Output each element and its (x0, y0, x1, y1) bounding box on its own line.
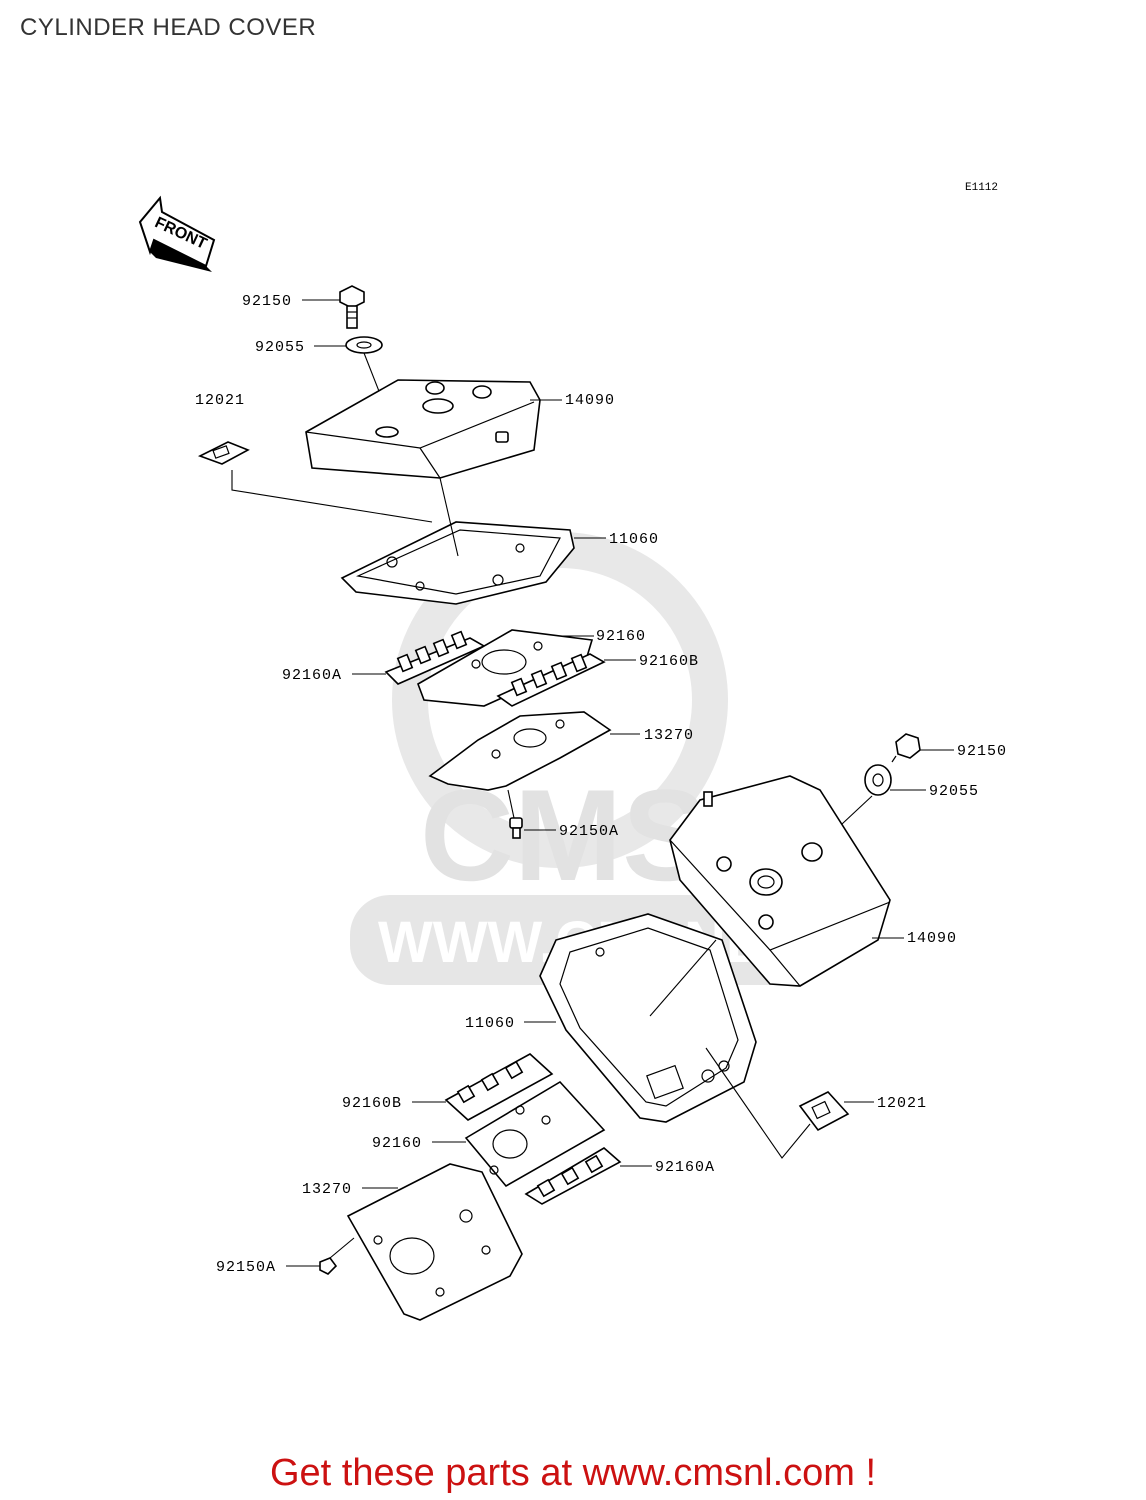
callout-11060: 11060 (465, 1015, 515, 1032)
cover-14090-top (305, 379, 541, 479)
grommet-12021-top (197, 441, 250, 465)
gasket-11060-bottom (539, 913, 757, 1123)
cover-14090-right (669, 775, 891, 987)
callout-92160: 92160 (596, 628, 646, 645)
callout-92160B: 92160B (639, 653, 699, 670)
plate-92160B-top (496, 653, 606, 707)
front-arrow-icon: FRONT (138, 195, 216, 272)
callout-13270: 13270 (644, 727, 694, 744)
callout-92150A: 92150A (216, 1259, 276, 1276)
bracket-13270-bottom (346, 1163, 523, 1321)
plate-92160-bottom (464, 1080, 606, 1188)
washer-92055-top (345, 336, 383, 354)
callout-13270: 13270 (302, 1181, 352, 1198)
page-title: CYLINDER HEAD COVER (20, 14, 317, 41)
callout-92055: 92055 (255, 339, 305, 356)
washer-92055-right (864, 764, 892, 796)
callout-12021: 12021 (877, 1095, 927, 1112)
bolt-92150-right (891, 733, 921, 763)
plate-92160A-bottom (524, 1147, 622, 1205)
screw-92150A-bottom (319, 1257, 338, 1275)
callout-11060: 11060 (609, 531, 659, 548)
bracket-13270-top (428, 711, 612, 791)
callout-14090: 14090 (907, 930, 957, 947)
callout-92150A: 92150A (559, 823, 619, 840)
bolt-92150-top (339, 285, 365, 329)
callout-92160A: 92160A (282, 667, 342, 684)
plate-92160A-top (384, 630, 486, 685)
callout-14090: 14090 (565, 392, 615, 409)
promo-link[interactable]: Get these parts at www.cmsnl.com ! (269, 1452, 877, 1494)
callout-92160A: 92160A (655, 1159, 715, 1176)
grommet-12021-bottom (798, 1091, 850, 1132)
callout-92160: 92160 (372, 1135, 422, 1152)
callout-92160B: 92160B (342, 1095, 402, 1112)
screw-92150A-top (509, 817, 523, 839)
callout-92055: 92055 (929, 783, 979, 800)
diagram-code: E1112 (965, 182, 998, 194)
plate-92160B-bottom (444, 1053, 554, 1121)
callout-92150: 92150 (242, 293, 292, 310)
gasket-11060-top (340, 521, 575, 605)
callout-12021: 12021 (195, 392, 245, 409)
parts-diagram: CMS WWW.CMSNL.COM E1112 FRONT (138, 182, 1007, 1321)
callout-92150: 92150 (957, 743, 1007, 760)
